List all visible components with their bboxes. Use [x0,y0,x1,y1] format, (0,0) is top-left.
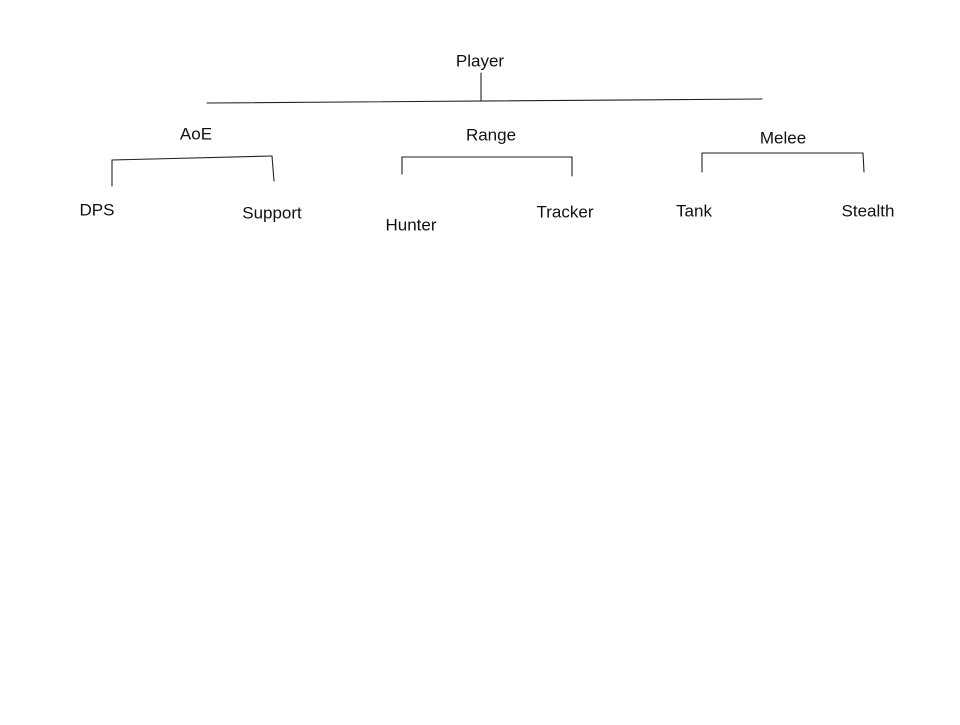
leaf-label-stealth: Stealth [841,201,895,221]
leaf-label-support: Support [242,203,302,223]
aoe-bracket-right-line [271,155,275,182]
leaf-label-tank: Tank [676,201,712,221]
category-label-melee: Melee [759,128,807,148]
root-branch-line [206,98,763,104]
root-node-label: Player [455,51,505,71]
category-label-aoe: AoE [179,124,213,144]
leaf-label-hunter: Hunter [385,215,437,235]
category-label-range: Range [465,125,517,145]
melee-bracket-right-line [862,152,865,173]
aoe-bracket-top-line [111,155,273,161]
leaf-label-dps: DPS [79,200,115,220]
leaf-label-tracker: Tracker [536,202,594,222]
